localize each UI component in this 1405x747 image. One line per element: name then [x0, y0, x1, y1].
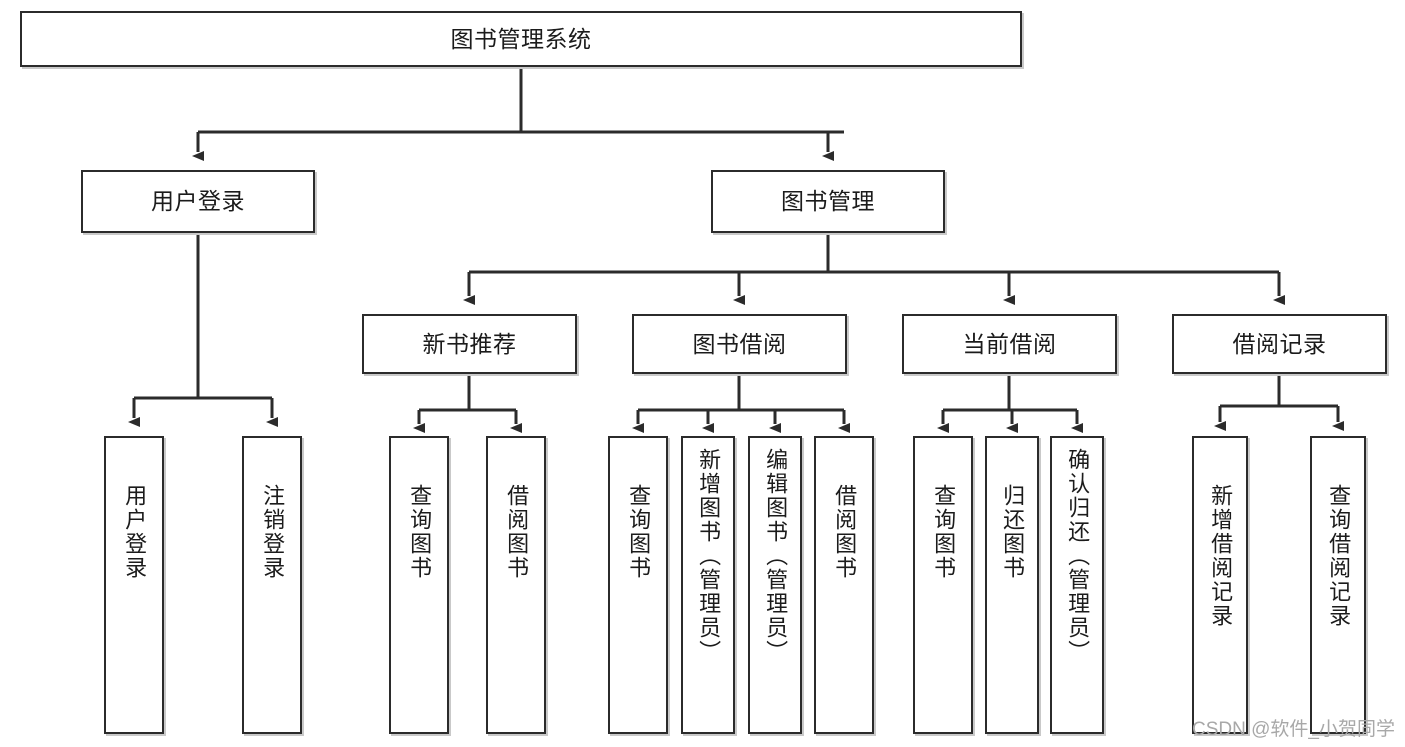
- connectors: [128, 67, 1344, 433]
- node-leaf-confirm-return[interactable]: 确认归还（管理员）: [1050, 436, 1104, 734]
- node-leaf-add-book[interactable]: 新增图书（管理员）: [681, 436, 735, 734]
- node-new-book-recommend[interactable]: 新书推荐: [362, 314, 577, 374]
- node-leaf-query-book-3-label: 查询图书: [931, 484, 957, 580]
- node-new-book-recommend-label: 新书推荐: [422, 330, 517, 357]
- node-leaf-logout[interactable]: 注销登录: [242, 436, 302, 734]
- node-leaf-query-book-2-label: 查询图书: [626, 484, 652, 580]
- node-book-borrow[interactable]: 图书借阅: [632, 314, 847, 374]
- node-book-manage[interactable]: 图书管理: [711, 170, 945, 233]
- node-leaf-edit-book-label: 编辑图书（管理员）: [763, 448, 789, 664]
- node-borrow-record-label: 借阅记录: [1232, 330, 1327, 357]
- node-leaf-edit-book[interactable]: 编辑图书（管理员）: [748, 436, 802, 734]
- node-leaf-query-book-1[interactable]: 查询图书: [389, 436, 449, 734]
- node-user-login-label: 用户登录: [151, 188, 245, 215]
- node-leaf-borrow-book-2-label: 借阅图书: [832, 484, 858, 580]
- node-leaf-user-login-label: 用户登录: [122, 484, 148, 580]
- node-leaf-borrow-book-2[interactable]: 借阅图书: [814, 436, 874, 734]
- node-current-borrow[interactable]: 当前借阅: [902, 314, 1117, 374]
- node-leaf-borrow-book-1[interactable]: 借阅图书: [486, 436, 546, 734]
- node-leaf-query-book-1-label: 查询图书: [407, 484, 433, 580]
- node-leaf-return-book[interactable]: 归还图书: [985, 436, 1039, 734]
- node-leaf-query-book-3[interactable]: 查询图书: [913, 436, 973, 734]
- node-leaf-add-record-label: 新增借阅记录: [1208, 484, 1234, 628]
- node-book-manage-label: 图书管理: [781, 188, 875, 215]
- node-book-borrow-label: 图书借阅: [692, 330, 787, 357]
- node-borrow-record[interactable]: 借阅记录: [1172, 314, 1387, 374]
- node-leaf-borrow-book-1-label: 借阅图书: [504, 484, 530, 580]
- node-root[interactable]: 图书管理系统: [20, 11, 1022, 67]
- node-user-login[interactable]: 用户登录: [81, 170, 315, 233]
- node-leaf-return-book-label: 归还图书: [1000, 484, 1026, 580]
- node-leaf-add-book-label: 新增图书（管理员）: [696, 448, 722, 664]
- node-root-label: 图书管理系统: [450, 25, 592, 52]
- node-leaf-query-record-label: 查询借阅记录: [1326, 484, 1352, 628]
- node-leaf-add-record[interactable]: 新增借阅记录: [1192, 436, 1248, 734]
- node-current-borrow-label: 当前借阅: [962, 330, 1057, 357]
- node-leaf-user-login[interactable]: 用户登录: [104, 436, 164, 734]
- node-leaf-query-record[interactable]: 查询借阅记录: [1310, 436, 1366, 734]
- node-leaf-logout-label: 注销登录: [260, 484, 286, 580]
- csdn-watermark: CSDN @软件_小贺同学: [1192, 719, 1395, 740]
- node-leaf-query-book-2[interactable]: 查询图书: [608, 436, 668, 734]
- node-leaf-confirm-return-label: 确认归还（管理员）: [1065, 448, 1091, 664]
